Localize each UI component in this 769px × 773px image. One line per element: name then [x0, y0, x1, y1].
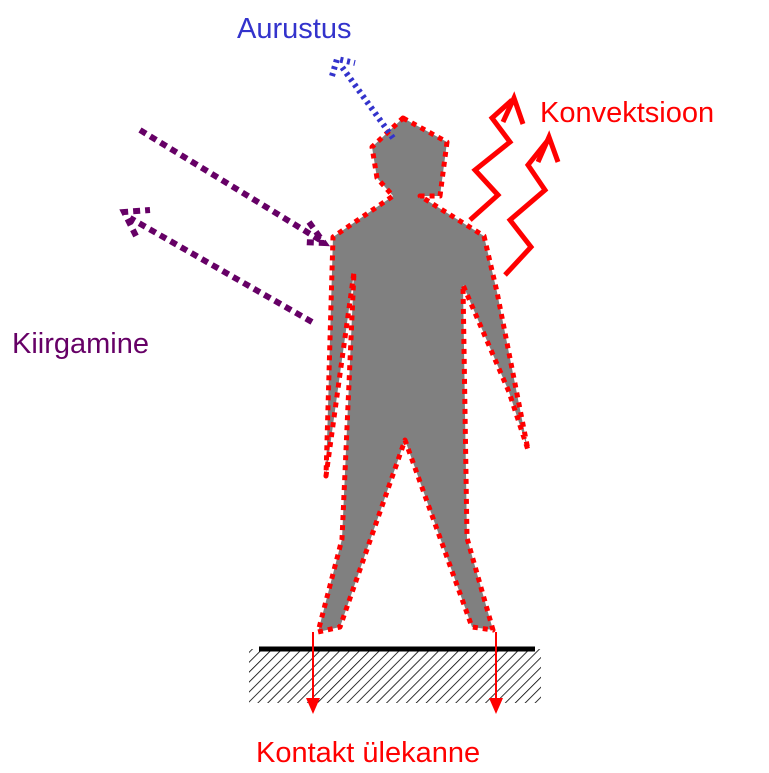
label-convection: Konvektsioon	[540, 97, 714, 129]
label-radiation: Kiirgamine	[12, 328, 149, 360]
radiation-arrow-outgoing	[124, 210, 312, 322]
ground-hatch	[249, 649, 541, 703]
ground	[249, 649, 541, 703]
convection-arrow-right	[505, 137, 558, 275]
evaporation-arrow	[332, 59, 393, 138]
convection-arrow-left	[470, 98, 523, 220]
radiation-arrow-incoming	[140, 130, 324, 243]
label-evaporation: Aurustus	[237, 13, 351, 45]
label-contact: Kontakt ülekanne	[256, 737, 480, 769]
